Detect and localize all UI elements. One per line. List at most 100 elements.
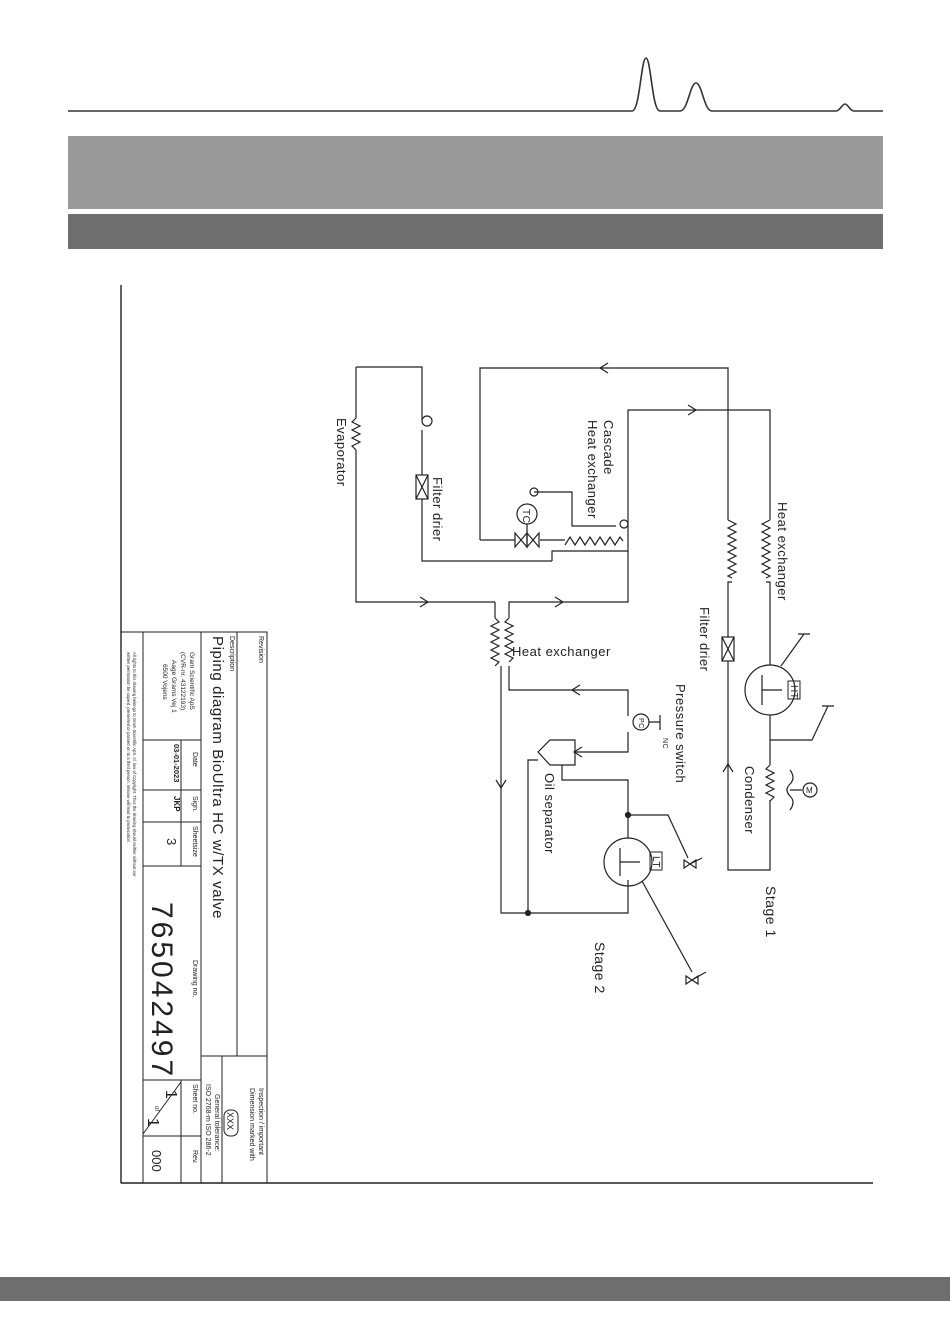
- tb-rev-label: Rev.: [191, 1150, 198, 1164]
- tb-sign-label: Sign.: [191, 796, 198, 812]
- tb-dimension-label: Dimension marked with: [248, 1088, 255, 1161]
- hx2-coil-left: [489, 617, 501, 667]
- label-cascade-2: Heat exchanger: [585, 420, 600, 519]
- lt-label-box: [649, 851, 663, 871]
- condenser-fan: [786, 769, 802, 811]
- filter-drier-1: [415, 474, 429, 500]
- tb-revision-label: Revision: [257, 636, 264, 663]
- tb-rights-1: All rights to this drawing belongs to Gr…: [132, 652, 137, 877]
- header-subband: [68, 214, 883, 249]
- arrow-1: [598, 362, 609, 374]
- tb-sheetsize: 3: [164, 838, 179, 845]
- lt-compressor-symbol: [619, 848, 640, 876]
- condenser-coil: [764, 764, 776, 802]
- title-block-frame: [120, 631, 268, 1184]
- tb-drawing-no: 765042497: [145, 902, 178, 1079]
- filter-drier-pipe: [421, 430, 552, 562]
- oil-sep-pipe-return: [527, 759, 538, 913]
- label-tc: TC: [520, 509, 531, 523]
- arrow-8: [572, 746, 583, 758]
- tb-description-label: Description: [228, 636, 235, 671]
- hx1-out-right: [766, 581, 771, 765]
- tc-controller: [516, 503, 538, 525]
- tb-company-1: Gram Scientific ApS: [188, 652, 195, 710]
- tb-company-4: 6500 Vojens: [161, 664, 168, 701]
- ht-label-box: [787, 680, 801, 700]
- service-valve-1: [683, 857, 703, 870]
- hx2-out-left: [500, 666, 629, 914]
- oil-separator-body: [537, 739, 576, 766]
- ht-suction-line: [780, 633, 810, 667]
- sensor-bulb-3: [529, 487, 539, 497]
- label-stage-1: Stage 1: [763, 886, 779, 938]
- cascade-return-pipe: [479, 367, 729, 540]
- label-filter-drier-2: Filter drier: [697, 607, 712, 672]
- arrow-5: [570, 684, 581, 696]
- label-fan-motor: M: [806, 786, 813, 795]
- tb-drawing-no-label: Drawing no.: [191, 960, 198, 997]
- arrow-3: [419, 596, 430, 608]
- hx2-feed-left: [494, 551, 629, 618]
- hx1-out-left: [727, 581, 771, 871]
- tb-rights-2: written permission be copied, presented …: [126, 652, 131, 843]
- tb-sheet-total: 1: [144, 1118, 161, 1127]
- tb-company-2: (CVR-nr. 43122193): [179, 652, 186, 710]
- title-block-text: Revision Description Piping diagram BioU…: [126, 636, 264, 1172]
- tb-company-3: Aage Grams Vej 1: [170, 660, 177, 713]
- label-oil-separator: Oil separator: [542, 773, 557, 854]
- label-stage-2: Stage 2: [592, 942, 608, 994]
- tb-description: Piping diagram BioUltra HC w/TX valve: [209, 636, 226, 919]
- hx1-coil-right: [760, 519, 772, 579]
- oil-sep-pipe-top: [575, 732, 629, 753]
- label-heat-exchanger-mid: Heat exchanger: [512, 644, 611, 659]
- label-pc: PC: [637, 718, 644, 729]
- tb-rev: 000: [149, 1150, 164, 1172]
- tb-inspection-label: Inspection / important: [257, 1088, 264, 1155]
- evaporator-coil: [350, 417, 362, 451]
- tb-sheet-no-label: Sheet no.: [191, 1084, 198, 1114]
- tb-sheetsize-label: Sheetsize: [191, 826, 198, 857]
- piping-diagram: [350, 366, 834, 986]
- arrow-7: [722, 762, 734, 773]
- filter-drier-1-cross: [415, 474, 429, 500]
- ht-compressor: [744, 664, 796, 716]
- header-band: [68, 136, 883, 209]
- header-peak-line: [68, 57, 883, 112]
- sensor-bulb-2: [619, 519, 629, 529]
- filter-drier-2: [721, 636, 735, 662]
- label-cascade-1: Cascade: [601, 420, 616, 475]
- footer-bar: [0, 1277, 950, 1301]
- tb-date: 03-01-2023: [172, 744, 181, 782]
- hx2-out-right: [508, 666, 629, 716]
- cascade-out-pipe: [551, 409, 771, 561]
- lt-branch-1: [628, 814, 689, 859]
- tx-valve-body: [514, 531, 528, 549]
- tx-valve-body-2: [526, 531, 540, 549]
- label-condenser: Condenser: [742, 766, 757, 834]
- tb-sign: JKP: [172, 796, 181, 812]
- diagram-labels: Evaporator Filter drier Cascade Heat exc…: [334, 418, 813, 994]
- tb-tolerance-label: General tolerance:: [213, 1094, 220, 1152]
- evaporator-bottom-pipe: [355, 450, 495, 603]
- tb-diagonal: [142, 1081, 182, 1135]
- lt-branch-2: [641, 880, 693, 973]
- oil-sep-pipe-out: [561, 765, 629, 838]
- label-nc: NC: [661, 738, 668, 749]
- tb-sheet-num: 1: [162, 1090, 179, 1099]
- label-pressure-switch: Pressure switch: [673, 684, 688, 783]
- tb-xxx: XXX: [225, 1112, 235, 1130]
- filter-drier-2-cross: [721, 636, 735, 662]
- tb-date-label: Date: [191, 752, 198, 767]
- ht-compressor-symbol: [761, 675, 782, 705]
- cascade-coil: [564, 535, 624, 547]
- label-evaporator: Evaporator: [334, 418, 349, 487]
- sensor-bulb-1: [421, 415, 433, 427]
- hx1-coil-left: [726, 519, 738, 579]
- arrow-6: [495, 779, 507, 790]
- arrow-2: [687, 404, 698, 416]
- flow-arrows: [419, 362, 734, 790]
- label-heat-exchanger-top: Heat exchanger: [775, 502, 790, 601]
- label-lt: LT: [650, 856, 661, 868]
- ht-discharge-line: [770, 705, 834, 741]
